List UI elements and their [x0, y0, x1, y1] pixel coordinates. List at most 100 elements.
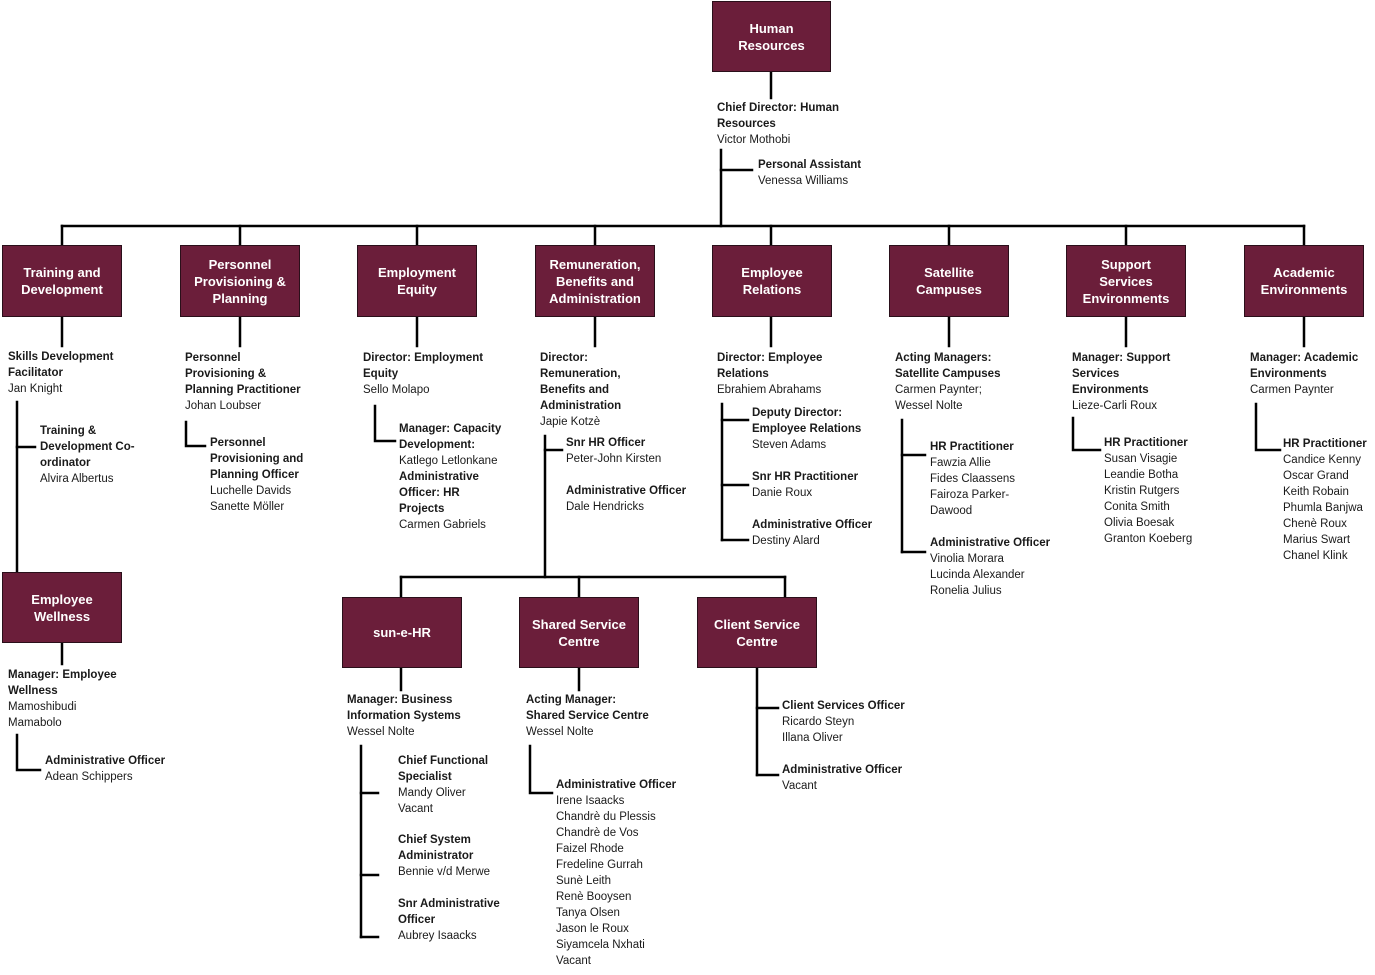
position-title: Personal Assistant: [758, 159, 862, 171]
position-title: Personnel Provisioning & Planning Practi…: [185, 352, 301, 396]
position-title: Director: Employment Equity: [363, 352, 484, 380]
dept-box: Satellite Campuses: [889, 245, 1009, 317]
dept-label: Employment Equity: [377, 265, 456, 297]
person-name: Steven Adams: [752, 439, 827, 451]
person-name: Olivia Boesak: [1104, 517, 1175, 529]
dept-label: Support Services Environments: [1082, 256, 1170, 306]
position-block: Personnel Provisioning and Planning Offi…: [210, 435, 315, 515]
person-name: Fawzia Allie: [930, 457, 991, 469]
position-title: Chief System Administrator: [398, 834, 474, 862]
person-name: Chanel Klink: [1283, 550, 1348, 562]
dept-label: Satellite Campuses: [916, 265, 982, 297]
person-name: Fairoza Parker-Dawood: [930, 489, 1010, 517]
person-name: Keith Robain: [1283, 486, 1349, 498]
dept-box: Support Services Environments: [1066, 245, 1186, 317]
subunit-box: Employee Wellness: [2, 572, 122, 643]
position-title: Personnel Provisioning and Planning Offi…: [210, 437, 304, 481]
subunit-label: Client Service Centre: [714, 616, 800, 649]
person-name: Jason le Roux: [556, 923, 629, 935]
position-title: HR Practitioner: [1104, 437, 1188, 449]
person-name: Danie Roux: [752, 487, 813, 499]
person-name: Fredeline Gurrah: [556, 859, 643, 871]
connector: [184, 420, 207, 448]
connector: [399, 666, 581, 692]
person-name: Wessel Nolte: [347, 726, 415, 738]
position-title: Manager: Business Information Systems: [347, 694, 461, 722]
root-pa: Personal Assistant Venessa Williams: [758, 157, 861, 189]
dept-box: Academic Environments: [1244, 245, 1364, 317]
connector: [755, 706, 780, 777]
person-name: Phumla Banjwa: [1283, 502, 1363, 514]
person-name: Marius Swart: [1283, 534, 1351, 546]
person-name: Wessel Nolte: [526, 726, 594, 738]
person-name: Lucinda Alexander: [930, 569, 1025, 581]
connector: [900, 453, 927, 554]
position-title: Administrative Officer: HR Projects: [399, 471, 479, 515]
person-name: Victor Mothobi: [717, 134, 791, 146]
position-title: Administrative Officer: [752, 519, 873, 531]
person-name: Adean Schippers: [45, 771, 133, 783]
person-name: Carmen Gabriels: [399, 519, 486, 531]
connector: [60, 224, 1306, 247]
position-title: Deputy Director: Employee Relations: [752, 407, 862, 435]
connector: [373, 404, 397, 443]
person-name: Carmen Paynter;: [895, 384, 982, 396]
position-title: Director: Employee Relations: [717, 352, 823, 380]
position-title: Director: Remuneration, Benefits and Adm…: [540, 352, 622, 412]
dept-label: Employee Relations: [741, 265, 803, 297]
subunit-label: Employee Wellness: [31, 591, 93, 624]
position-title: Skills Development Facilitator: [8, 351, 114, 379]
person-name: Dale Hendricks: [566, 501, 644, 513]
person-name: Peter-John Kirsten: [566, 453, 662, 465]
dept-box: Employee Relations: [712, 245, 832, 317]
person-name: Sunè Leith: [556, 875, 611, 887]
person-name: Aubrey Isaacks: [398, 930, 477, 942]
person-name: Leandie Botha: [1104, 469, 1179, 481]
connector: [1071, 416, 1102, 452]
position-title: Training & Development Co-ordinator: [40, 425, 135, 469]
person-name: Ricardo Steyn: [782, 716, 855, 728]
person-name: Conita Smith: [1104, 501, 1170, 513]
root-box-human-resources: Human Resources: [712, 1, 831, 72]
person-name: Granton Koeberg: [1104, 533, 1193, 545]
position-block: Personnel Provisioning & Planning Practi…: [185, 350, 310, 414]
person-name: Mandy Oliver: [398, 787, 466, 799]
root-head: Chief Director: Human Resources Victor M…: [717, 100, 857, 148]
connector: [1254, 402, 1282, 452]
position-block: Manager: Capacity Development:Katlego Le…: [399, 421, 509, 469]
subunit-box: Client Service Centre: [697, 597, 817, 668]
dept-label: Remuneration, Benefits and Administratio…: [549, 256, 641, 306]
dept-label: Academic Environments: [1260, 265, 1348, 297]
connector: [359, 791, 380, 939]
subunit-box: Shared Service Centre: [519, 597, 639, 668]
person-name: Susan Visagie: [1104, 453, 1178, 465]
connector: [720, 418, 750, 542]
position-title: Snr Administrative Officer: [398, 898, 500, 926]
position-title: Administrative Officer: [556, 779, 677, 791]
person-name: Mamoshibudi Mamabolo: [8, 701, 77, 729]
person-name: Vacant: [556, 955, 591, 967]
person-name: Faizel Rhode: [556, 843, 624, 855]
person-name: Jan Knight: [8, 383, 63, 395]
